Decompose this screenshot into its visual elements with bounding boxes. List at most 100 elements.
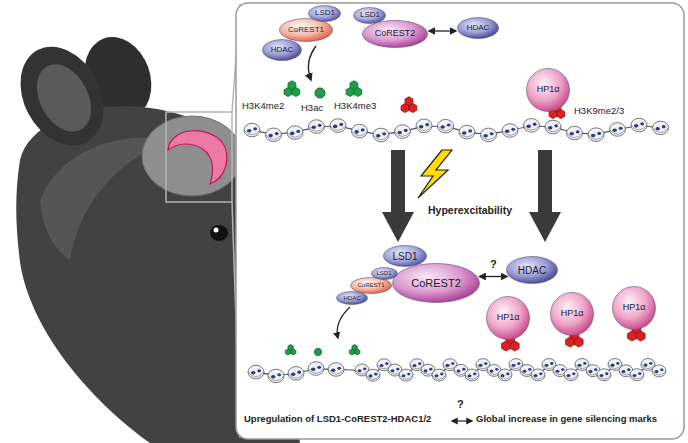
acetyl-mark: [315, 88, 325, 98]
node-label: HP1α: [623, 303, 646, 313]
histone-dot: [484, 362, 487, 365]
histone-mark: [557, 110, 565, 119]
nucleosome: [564, 369, 578, 381]
mouse-eye: [210, 225, 228, 241]
zoom-panel: [236, 3, 684, 439]
dna-wrap: [481, 135, 497, 140]
nucleosome: [454, 364, 468, 376]
node-shape: [551, 293, 594, 336]
dna-wrap: [328, 369, 344, 374]
brain: [142, 116, 242, 196]
nucleosome: [352, 124, 368, 138]
hdac-ellipse: HDAC: [262, 39, 302, 61]
histone-dot: [589, 370, 593, 373]
corest2-ellipse: CoREST2: [362, 20, 428, 48]
caption-text: Global increase in gene silencing marks: [476, 414, 657, 425]
hdac-ellipse: HDAC: [506, 256, 558, 284]
node-shape: [393, 264, 480, 303]
dna-wrap: [388, 370, 402, 374]
nucleosome: [542, 359, 556, 371]
nucleosome: [330, 119, 346, 133]
chromatin: [244, 81, 669, 383]
histone-dot: [247, 129, 251, 133]
down-arrow: [382, 150, 414, 242]
dna-wrap: [608, 364, 622, 368]
histone-dot: [548, 126, 552, 130]
dna-wrap: [502, 131, 518, 136]
histone-dot: [404, 129, 408, 132]
histone-dot: [567, 374, 571, 377]
nucleosome: [438, 119, 454, 133]
histone-dot: [462, 131, 466, 135]
dna-wrap: [377, 365, 391, 369]
histone-mark-label: H3K4me3: [334, 101, 376, 112]
nucleosome: [355, 364, 369, 376]
histone-mark-label: H3K9me2/3: [574, 106, 624, 117]
recruit-arrow: [308, 46, 316, 80]
dna-wrap: [653, 128, 669, 133]
histone-dot: [361, 128, 365, 131]
histone-dot: [655, 127, 659, 131]
nucleosome: [373, 128, 389, 142]
node-label: LSD1: [392, 251, 417, 262]
histone-dot: [622, 370, 626, 373]
histone-dot: [275, 132, 279, 135]
histone-mark: [291, 349, 296, 355]
histone-dot: [457, 369, 461, 372]
histone-dot: [554, 124, 558, 127]
histone-dot: [490, 370, 494, 373]
node-label: HDAC: [467, 24, 490, 33]
dna-wrap: [287, 133, 303, 138]
dna-wrap: [309, 127, 325, 132]
recruit-arrow: [337, 307, 350, 338]
node-label: LSD1: [315, 9, 335, 18]
histone-mark: [636, 331, 645, 341]
node-shape: [487, 297, 530, 340]
histone-dot: [479, 364, 483, 367]
histone-dot: [290, 132, 294, 136]
histone-dot: [425, 123, 429, 126]
histone-dot: [634, 124, 638, 128]
node-shape: [263, 40, 302, 61]
histone-dot: [358, 369, 362, 372]
dna-wrap: [330, 126, 346, 131]
dna-wrap: [443, 365, 457, 369]
histone-dot: [583, 362, 586, 365]
node-label: HDAC: [271, 46, 294, 55]
histone-dot: [533, 123, 537, 126]
histone-dot: [391, 369, 395, 372]
node-shape: [354, 7, 386, 23]
histone-dot: [407, 373, 410, 376]
histone-dot: [317, 366, 321, 369]
dna-wrap: [366, 375, 380, 379]
node-label: CoREST1: [288, 26, 324, 35]
nucleosome: [399, 369, 413, 381]
histone-dot: [354, 130, 358, 134]
nucleosome: [366, 369, 380, 381]
nucleosome: [597, 369, 611, 381]
nucleosome: [631, 118, 647, 132]
histone-dot: [385, 362, 388, 365]
histone-dot: [495, 368, 498, 371]
nucleosome: [619, 365, 633, 377]
histone-dot: [251, 371, 255, 375]
histone-dot: [501, 374, 505, 377]
dna-wrap: [244, 130, 260, 135]
histone-mark-label: H3K4me2: [242, 101, 284, 112]
node-shape: [280, 19, 333, 42]
histone-dot: [539, 372, 542, 375]
dna-wrap: [410, 365, 424, 369]
histone-dot: [253, 127, 257, 130]
dna-fiber: [256, 367, 659, 375]
histone-dot: [556, 370, 560, 373]
nucleosome: [545, 120, 561, 134]
histone-dot: [468, 129, 472, 132]
hp1-circle: HP1α: [526, 68, 570, 112]
nucleosome: [308, 362, 324, 376]
caption-text: Upregulation of LSD1-CoREST2-HDAC1/2: [244, 414, 431, 425]
histone-dot: [644, 364, 648, 367]
dna-wrap: [248, 372, 264, 377]
histone-dot: [517, 362, 520, 365]
